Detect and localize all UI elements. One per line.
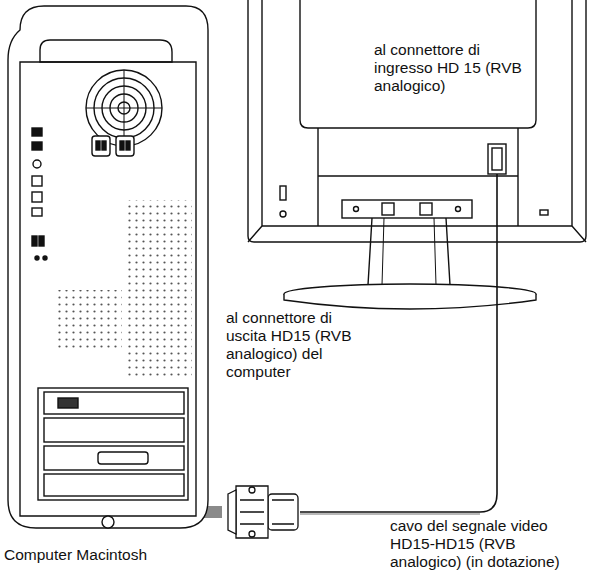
cable-label: cavo del segnale video HD15-HD15 (RVB an… [390, 517, 586, 571]
macintosh-tower [8, 6, 208, 528]
video-cable-edge [300, 514, 480, 515]
hd15-plug [228, 486, 298, 538]
connector-label: al connettore di ingresso HD 15 (RVB ana… [374, 41, 524, 95]
computer-label: Computer Macintosh [4, 546, 224, 564]
connector-label: al connettore di uscita HD15 (RVB analog… [226, 309, 366, 381]
monitor-rear [248, 0, 586, 309]
